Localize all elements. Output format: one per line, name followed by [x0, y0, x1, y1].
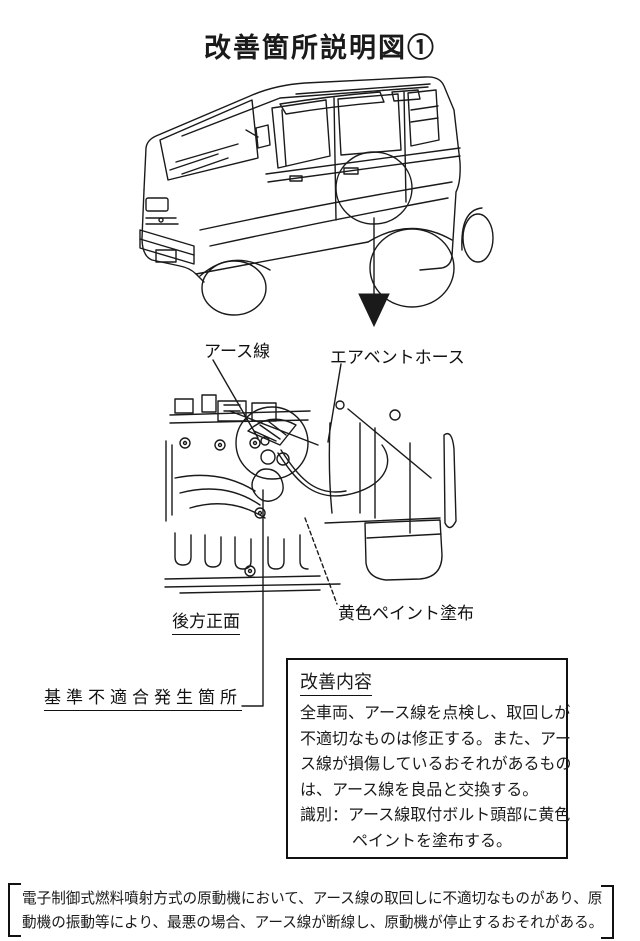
footer-line: 電子制御式燃料噴射方式の原動機において、アース線の取回しに不適切なものがあり、原 — [22, 890, 603, 907]
leader-yellow-paint — [304, 517, 338, 605]
improvement-box-title: 改善内容 — [300, 668, 372, 696]
right-bracket — [601, 885, 614, 939]
page-title: 改善箇所説明図① — [204, 33, 436, 64]
improvement-line: 不適切なものは修正する。また、アー — [300, 728, 572, 748]
rear-front-view-label: 後方正面 — [172, 607, 240, 635]
improvement-line: ペイントを塗布する。 — [352, 830, 513, 850]
ground-wire-label: アース線 — [204, 342, 271, 362]
air-vent-hose-label: エアベントホース — [330, 348, 465, 368]
yellow-paint-label: 黄色ペイント塗布 — [338, 604, 474, 624]
engine-illustration — [164, 394, 457, 594]
improvement-line: 識別：アース線取付ボルト頭部に黄色 — [300, 805, 571, 824]
footer-note: 電子制御式燃料噴射方式の原動機において、アース線の取回しに不適切なものがあり、原… — [8, 883, 614, 939]
leader-air-vent-hose — [327, 363, 342, 443]
improvement-line: は、アース線を良品と交換する。 — [300, 779, 539, 799]
footer-line: 動機の振動等により、最悪の場合、アース線が断線し、原動機が停止するおそれがある。 — [22, 914, 604, 931]
leader-nonconformity — [241, 489, 264, 707]
footer-text: 電子制御式燃料噴射方式の原動機において、アース線の取回しに不適切なものがあり、原… — [22, 887, 604, 935]
leader-ground-wire — [212, 359, 259, 439]
improvement-box: 改善内容 全車両、アース線を点検し、取回しが 不適切なものは修正する。また、アー… — [286, 658, 572, 859]
left-bracket — [8, 883, 21, 937]
improvement-line: 全車両、アース線を点検し、取回しが — [300, 703, 571, 722]
improvement-line: ス線が損傷しているおそれがあるもの — [300, 754, 572, 773]
nonconformity-location-label: 基準不適合発生箇所 — [44, 683, 242, 711]
